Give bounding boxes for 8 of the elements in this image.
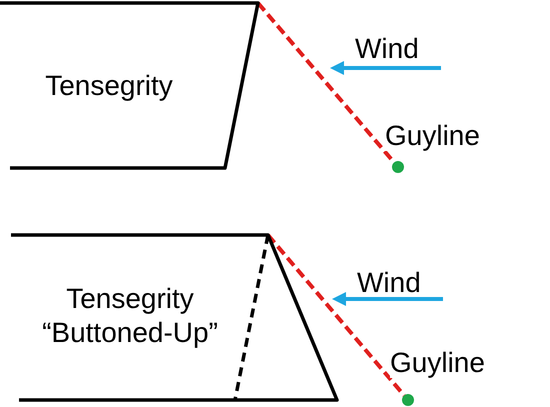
frame-outline (9, 233, 340, 402)
dot-icon (402, 394, 414, 406)
arrow-label: Wind (355, 34, 419, 64)
arrow-label: Wind (357, 268, 421, 298)
structure-label: Tensegrity “Buttoned-Up” (41, 282, 219, 350)
structure-label: Tensegrity (45, 69, 173, 103)
frame-outline (0, 1, 261, 171)
dot-icon (392, 161, 404, 173)
